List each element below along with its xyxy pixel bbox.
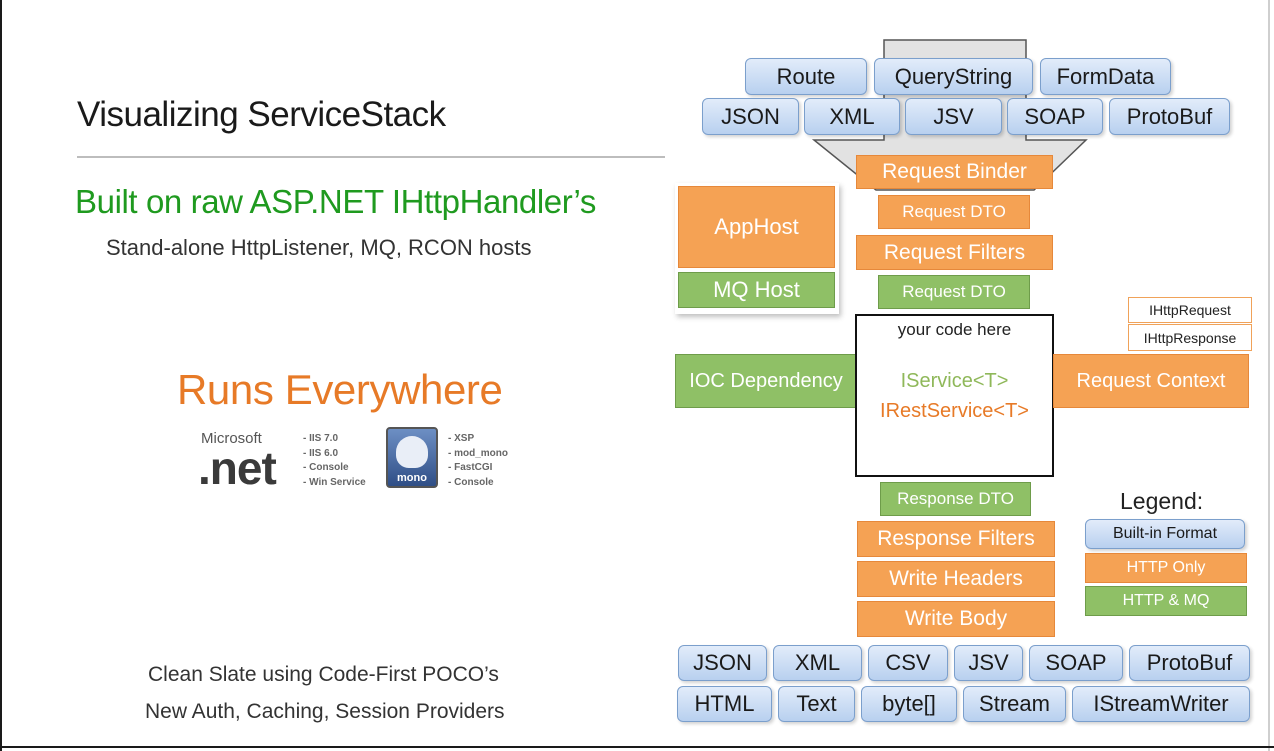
response-format-bytes: byte[] (861, 686, 957, 722)
request-binder: Request Binder (856, 155, 1053, 189)
ioc-dependency: IOC Dependency (675, 354, 857, 408)
request-dto-http: Request DTO (878, 195, 1030, 229)
request-filters: Request Filters (856, 235, 1053, 270)
title-divider (77, 156, 665, 158)
slide-title: Visualizing ServiceStack (77, 95, 446, 134)
dotnet-host-item: - Win Service (303, 476, 366, 488)
mono-logo-label: mono (397, 472, 427, 484)
response-format-protobuf: ProtoBuf (1129, 645, 1250, 681)
legend-title: Legend: (1120, 488, 1204, 514)
mono-host-item: - mod_mono (448, 447, 508, 459)
footer-providers: New Auth, Caching, Session Providers (145, 700, 505, 723)
slide-frame-right (1268, 0, 1270, 751)
ihttprequest-box: IHttpRequest (1128, 297, 1252, 323)
mono-host-list: - XSP - mod_mono - FastCGI - Console (448, 432, 508, 490)
input-route: Route (745, 58, 867, 95)
subtitle-hosts: Stand-alone HttpListener, MQ, RCON hosts (106, 235, 532, 260)
microsoft-label: Microsoft (201, 430, 262, 447)
ihttpresponse-box: IHttpResponse (1128, 324, 1252, 351)
legend-http-only: HTTP Only (1085, 553, 1247, 583)
response-dto: Response DTO (880, 482, 1031, 516)
your-code-header: your code here (897, 320, 1012, 339)
input-querystring: QueryString (874, 58, 1033, 95)
mono-logo: mono (386, 427, 438, 488)
request-format-jsv: JSV (905, 98, 1002, 135)
request-format-json: JSON (702, 98, 799, 135)
request-format-soap: SOAP (1007, 98, 1103, 135)
response-format-soap: SOAP (1029, 645, 1123, 681)
iservice-label: IService<T> (900, 370, 1009, 392)
slide-frame-left (0, 0, 2, 751)
request-dto-mq: Request DTO (878, 275, 1030, 309)
dotnet-host-item: - IIS 6.0 (303, 447, 339, 459)
response-format-html: HTML (677, 686, 772, 722)
apphost-box: AppHost (678, 186, 835, 268)
hosts-group: AppHost MQ Host (675, 183, 839, 314)
slide-frame-bottom (0, 746, 1274, 748)
response-format-xml: XML (773, 645, 862, 681)
mono-host-item: - Console (448, 476, 494, 488)
mono-host-item: - FastCGI (448, 462, 493, 473)
response-format-jsv: JSV (954, 645, 1023, 681)
runs-everywhere-heading: Runs Everywhere (177, 366, 503, 413)
response-format-csv: CSV (868, 645, 948, 681)
dotnet-host-item: - Console (303, 462, 349, 473)
response-filters: Response Filters (857, 521, 1055, 557)
response-format-stream: Stream (963, 686, 1066, 722)
legend-built-in-format: Built-in Format (1085, 519, 1245, 549)
mqhost-box: MQ Host (678, 272, 835, 308)
mono-host-item: - XSP (448, 433, 475, 444)
request-context: Request Context (1053, 354, 1249, 408)
mono-monkey-icon (396, 436, 428, 468)
legend-http-mq: HTTP & MQ (1085, 586, 1247, 616)
subtitle-aspnet: Built on raw ASP.NET IHttpHandler’s (75, 183, 596, 220)
dotnet-logo: .net (198, 442, 277, 494)
response-format-istreamwriter: IStreamWriter (1072, 686, 1250, 722)
irestservice-label: IRestService<T> (880, 400, 1029, 422)
footer-code-first: Clean Slate using Code-First POCO’s (148, 663, 499, 686)
your-code-box: your code here IService<T> IRestService<… (855, 314, 1054, 477)
response-format-text: Text (778, 686, 855, 722)
response-format-json: JSON (678, 645, 767, 681)
write-body: Write Body (857, 601, 1055, 637)
input-formdata: FormData (1040, 58, 1171, 95)
request-format-xml: XML (804, 98, 900, 135)
request-format-protobuf: ProtoBuf (1109, 98, 1230, 135)
dotnet-host-list: - IIS 7.0 - IIS 6.0 - Console - Win Serv… (303, 432, 366, 490)
dotnet-host-item: - IIS 7.0 (303, 433, 339, 444)
write-headers: Write Headers (857, 561, 1055, 597)
